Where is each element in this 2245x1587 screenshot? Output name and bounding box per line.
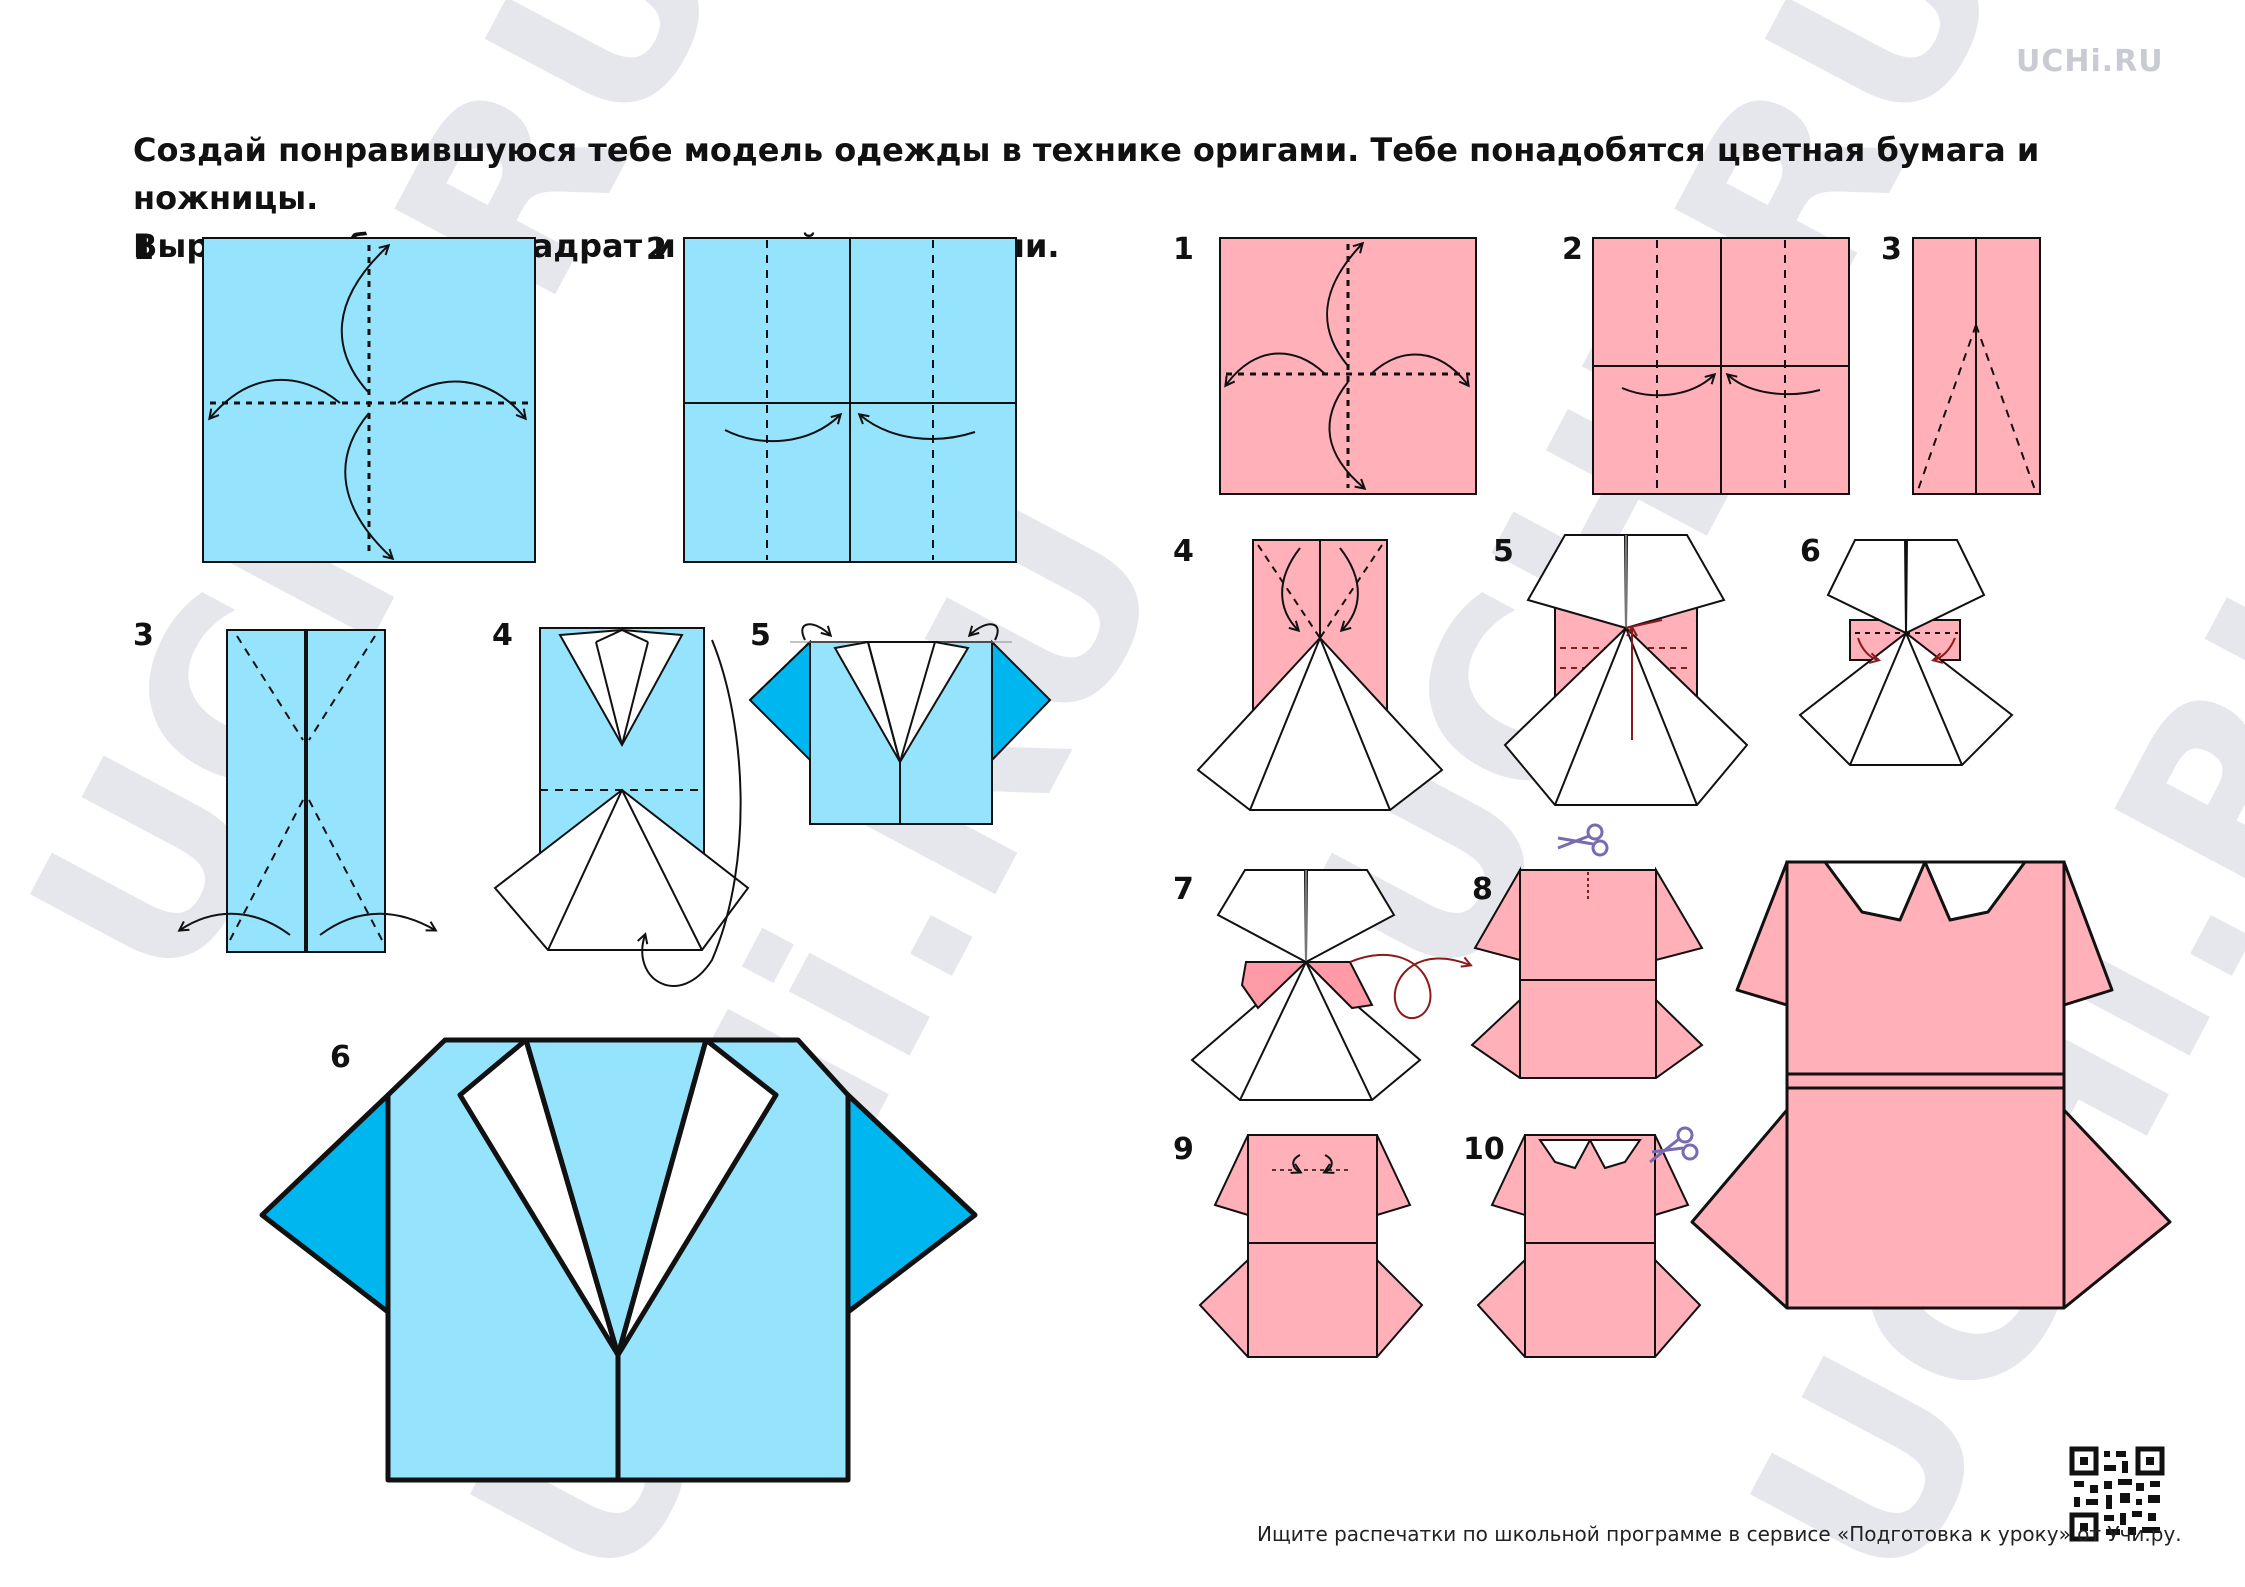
- dress-step-10: [1476, 1126, 1702, 1358]
- dress-step-8: [1470, 823, 1704, 1079]
- dress-step-3: [1912, 237, 2041, 495]
- dress-step-7: [1190, 869, 1470, 1101]
- dress-step-2: [1592, 237, 1850, 495]
- brand-logo: UCHi.RU: [2016, 44, 2164, 79]
- dress-step-4: [1196, 539, 1444, 811]
- shirt-step-1: [202, 237, 536, 563]
- shirt-step-2: [683, 237, 1017, 563]
- shirt-step-6: [259, 1037, 978, 1483]
- shirt-step-5-number: 5: [750, 618, 771, 653]
- shirt-step-4-number: 4: [492, 618, 513, 653]
- dress-step-8-number: 8: [1472, 872, 1493, 907]
- dress-step-9: [1198, 1134, 1424, 1358]
- shirt-step-3-number: 3: [133, 618, 154, 653]
- dress-step-1: [1219, 237, 1477, 495]
- dress-step-6: [1798, 539, 2014, 766]
- dress-step-6-number: 6: [1800, 534, 1821, 569]
- dress-step-7-number: 7: [1173, 872, 1194, 907]
- footer-note: Ищите распечатки по школьной программе в…: [1257, 1522, 2182, 1546]
- dress-step-4-number: 4: [1173, 534, 1194, 569]
- dress-step-5: [1503, 534, 1749, 806]
- dress-step-5-number: 5: [1493, 534, 1514, 569]
- shirt-step-6-number: 6: [330, 1040, 351, 1075]
- instructions-line-1: Создай понравившуюся тебе модель одежды …: [133, 131, 2040, 217]
- shirt-step-5: [748, 623, 1052, 825]
- qr-code-icon: [2069, 1446, 2165, 1542]
- dress-step-2-number: 2: [1562, 232, 1583, 267]
- dress-step-10-number: 10: [1463, 1132, 1505, 1167]
- dress-step-3-number: 3: [1881, 232, 1902, 267]
- shirt-step-4: [493, 627, 750, 987]
- scissors-icon: [1557, 823, 1609, 857]
- shirt-step-2-number: 2: [646, 232, 667, 267]
- shirt-step-1-number: 1: [133, 232, 154, 267]
- dress-final: [1690, 860, 2172, 1310]
- dress-step-9-number: 9: [1173, 1132, 1194, 1167]
- shirt-step-3: [180, 629, 435, 953]
- scissors-icon: [1649, 1126, 1699, 1164]
- dress-step-1-number: 1: [1173, 232, 1194, 267]
